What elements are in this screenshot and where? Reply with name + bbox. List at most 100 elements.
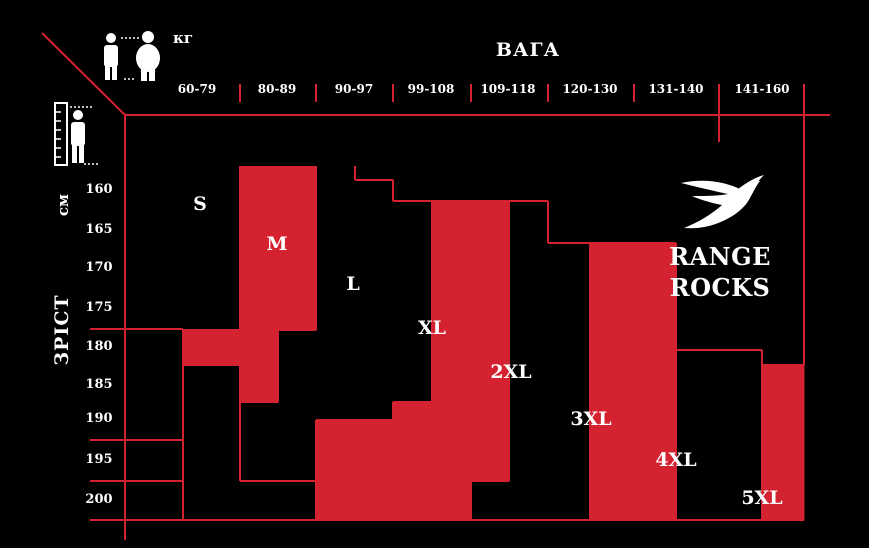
size-cell-xl	[471, 201, 510, 223]
size-cell-xl	[393, 420, 433, 442]
size-cell-xl	[316, 441, 356, 462]
size-cell-xl	[471, 222, 510, 244]
size-cell-xl	[471, 265, 510, 288]
size-cell-5xl	[762, 481, 805, 502]
corner-diagonal	[41, 32, 126, 116]
size-label-xl: XL	[418, 317, 446, 339]
size-cell-3xl	[634, 420, 677, 442]
size-cell-m	[278, 180, 317, 202]
size-cell-3xl	[590, 461, 635, 482]
size-cell-3xl	[634, 501, 677, 521]
size-cell-5xl	[762, 365, 805, 382]
size-label-3xl: 3XL	[570, 408, 611, 430]
size-cell-xl	[432, 381, 472, 403]
size-cell-m	[183, 350, 241, 366]
size-cell-m	[278, 222, 317, 244]
size-cell-3xl	[634, 243, 677, 266]
size-regions	[183, 166, 805, 521]
size-cell-m	[240, 180, 279, 202]
size-cell-xl	[432, 420, 472, 442]
size-cell-3xl	[590, 441, 635, 462]
size-label-s: S	[193, 193, 207, 215]
size-cell-3xl	[590, 265, 635, 288]
size-cell-xl	[355, 461, 394, 482]
size-cell-m	[240, 381, 279, 403]
height-tick-165: 165	[85, 222, 112, 237]
size-cell-3xl	[590, 330, 635, 351]
region-outlines	[182, 166, 804, 520]
size-cell-3xl	[634, 481, 677, 502]
size-cell-m	[240, 243, 279, 266]
size-cell-m	[240, 330, 279, 351]
size-cell-3xl	[590, 365, 635, 382]
size-cell-xl	[393, 481, 433, 502]
size-cell-3xl	[634, 287, 677, 310]
weight-tick-109-118: 109-118	[480, 82, 535, 96]
size-cell-3xl	[590, 402, 635, 421]
size-cell-xl	[471, 309, 510, 331]
size-cell-xl	[432, 309, 472, 331]
size-cell-xl	[471, 287, 510, 310]
height-tick-160: 160	[85, 182, 112, 197]
height-tick-190: 190	[85, 411, 112, 426]
size-cell-xl	[471, 402, 510, 421]
size-cell-xl	[432, 501, 472, 521]
size-cell-xl	[471, 461, 510, 482]
size-cell-xl	[316, 501, 356, 521]
size-cell-xl	[316, 481, 356, 502]
size-cell-3xl	[590, 501, 635, 521]
size-cell-5xl	[762, 441, 805, 462]
size-cell-3xl	[590, 381, 635, 403]
size-cell-5xl	[762, 501, 805, 521]
size-cell-xl	[432, 350, 472, 366]
brand-line-2: ROCKS	[670, 273, 771, 302]
size-cell-3xl	[634, 402, 677, 421]
size-cell-xl	[432, 461, 472, 482]
height-unit-label: см	[54, 194, 72, 216]
size-cell-m	[240, 166, 279, 181]
size-cell-xl	[432, 330, 472, 351]
height-ruler-icon	[54, 102, 98, 166]
size-cell-5xl	[762, 420, 805, 442]
swallow-logo-icon	[681, 175, 764, 229]
size-cell-5xl	[762, 461, 805, 482]
size-cell-xl	[471, 420, 510, 442]
size-cell-3xl	[590, 309, 635, 331]
height-tick-170: 170	[85, 260, 112, 275]
size-cell-xl	[393, 441, 433, 462]
size-cell-xl	[432, 222, 472, 244]
size-cell-xl	[471, 381, 510, 403]
height-axis-title: ЗРІСТ	[51, 294, 73, 365]
size-cell-3xl	[634, 330, 677, 351]
size-cell-m	[240, 265, 279, 288]
size-cell-xl	[471, 350, 510, 366]
size-cell-3xl	[634, 309, 677, 331]
size-cell-xl	[316, 461, 356, 482]
size-cell-xl	[355, 420, 394, 442]
size-cell-xl	[471, 330, 510, 351]
size-cell-m	[278, 287, 317, 310]
weight-tick-131-140: 131-140	[648, 82, 703, 96]
size-cell-xl	[355, 481, 394, 502]
size-label-l: L	[346, 273, 359, 295]
size-cell-xl	[471, 365, 510, 382]
weight-tick-80-89: 80-89	[258, 82, 296, 96]
weight-tick-60-79: 60-79	[178, 82, 216, 96]
size-cell-3xl	[634, 441, 677, 462]
size-cell-3xl	[590, 287, 635, 310]
size-cell-xl	[432, 243, 472, 266]
height-tick-175: 175	[85, 300, 112, 315]
size-cell-m	[240, 287, 279, 310]
size-cell-3xl	[590, 420, 635, 442]
size-cell-xl	[316, 420, 356, 442]
weight-tick-99-108: 99-108	[408, 82, 455, 96]
size-cell-m	[240, 309, 279, 331]
size-cell-3xl	[590, 350, 635, 366]
size-cell-5xl	[762, 381, 805, 403]
size-cell-xl	[432, 265, 472, 288]
size-label-m: M	[266, 233, 287, 255]
size-cell-xl	[432, 287, 472, 310]
size-cell-xl	[471, 441, 510, 462]
